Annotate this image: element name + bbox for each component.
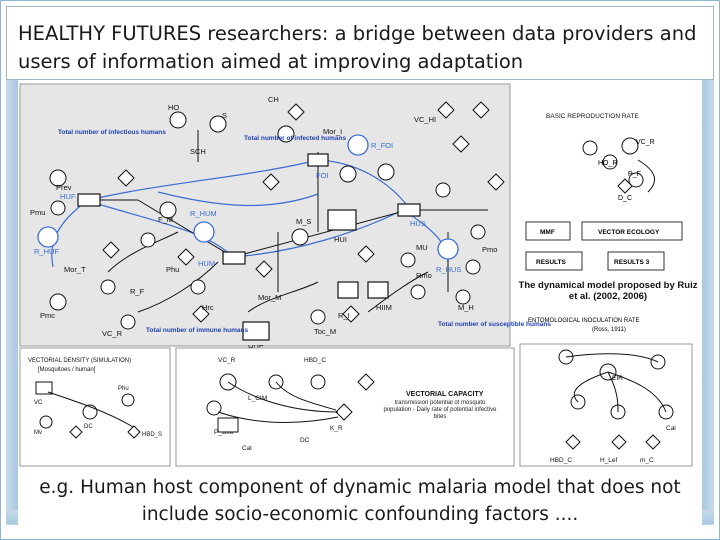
results3-label: RESULTS 3 bbox=[614, 259, 650, 266]
vd-panel-content: VECTORIAL DENSITY (SIMULATION) [Mosquito… bbox=[28, 358, 162, 439]
vc-node-4: Cal bbox=[242, 445, 252, 452]
node-labels: HO S SCH CH Mor_I R_FOI FOI Prev HUF R_H… bbox=[30, 95, 497, 352]
caption-box bbox=[18, 468, 702, 526]
node-mu: MU bbox=[416, 243, 428, 252]
vc-node-2: L_CIM bbox=[248, 395, 267, 402]
node-rf: R_F bbox=[130, 287, 145, 296]
blue-converter-circles bbox=[37, 134, 459, 260]
brr-node-0: VC_R bbox=[636, 139, 655, 146]
right-decor-band bbox=[702, 80, 714, 525]
node-rfoi: R_FOI bbox=[371, 141, 393, 150]
side-buttons: MMF VECTOR ECOLOGY RESULTS RESULTS 3 bbox=[525, 221, 683, 271]
node-hui: HUI bbox=[334, 235, 347, 244]
node-mor-i: Mor_I bbox=[323, 127, 342, 136]
vc-desc: transmission potential of mosquito popul… bbox=[383, 400, 497, 420]
node-hrc: Hrc bbox=[202, 303, 214, 312]
eir-node-0: EIR bbox=[612, 375, 623, 382]
diamond-nodes bbox=[102, 101, 505, 323]
node-vcr: VC_R bbox=[102, 329, 123, 338]
vd-node-2: HBD_S bbox=[142, 432, 162, 438]
label-total-susceptible: Total number of susceptible humans bbox=[438, 321, 551, 328]
main-model-panel bbox=[19, 83, 511, 347]
vd-node-0: VC bbox=[34, 400, 43, 406]
label-total-infectious: Total number of infectious humans bbox=[58, 129, 166, 136]
eir-node-4: Cal bbox=[666, 425, 676, 432]
mmf-button[interactable] bbox=[525, 221, 571, 241]
vector-ecology-button[interactable] bbox=[581, 221, 683, 241]
node-rhuf: R_HUF bbox=[34, 247, 59, 256]
vd-sub: [Mosquitoes / human] bbox=[38, 367, 96, 373]
brr-node-3: D_C bbox=[618, 195, 632, 202]
node-mh: M_H bbox=[458, 303, 474, 312]
converter-circles bbox=[49, 111, 486, 330]
node-rmo: Rmo bbox=[416, 271, 432, 280]
brr-node-2: P_F bbox=[628, 171, 641, 178]
vc-panel-content: VC_R HBD_C L_CIM P_BIM Cal DC K_R VECTOR… bbox=[206, 357, 497, 452]
node-foi: FOI bbox=[316, 171, 329, 180]
label-total-infected: Total number of infected humans bbox=[244, 135, 346, 142]
slide-caption: e.g. Human host component of dynamic mal… bbox=[39, 477, 681, 525]
vc-node-5: DC bbox=[300, 437, 310, 444]
node-phu: Phu bbox=[166, 265, 179, 274]
model-caption-fo: The dynamical model proposed by Ruiz et … bbox=[518, 280, 698, 302]
node-s: S bbox=[222, 111, 227, 120]
node-huf: HUF bbox=[60, 192, 76, 201]
model-figure: HO S SCH CH Mor_I R_FOI FOI Prev HUF R_H… bbox=[18, 82, 702, 470]
node-fm: F_M bbox=[158, 215, 173, 224]
eir-sub: (Ross, 1911) bbox=[592, 327, 626, 333]
vc-node-0: VC_R bbox=[218, 357, 236, 364]
node-hus: HUS bbox=[410, 219, 426, 228]
results3-button[interactable] bbox=[607, 251, 665, 271]
eir-node-3: m_C bbox=[640, 457, 654, 464]
node-ho: HO bbox=[168, 103, 179, 112]
eir-panel-content: EIR HBD_C H_Lef m_C Cal bbox=[550, 349, 676, 464]
node-pmc: Pmc bbox=[40, 311, 55, 320]
side-panel bbox=[512, 84, 700, 346]
node-rhum: R_HUM bbox=[190, 209, 217, 218]
figure-svg: HO S SCH CH Mor_I R_FOI FOI Prev HUF R_H… bbox=[19, 83, 700, 467]
vd-node-1: DC bbox=[84, 424, 93, 430]
node-ch: CH bbox=[268, 95, 279, 104]
slide-title: HEALTHY FUTURES researchers: a bridge be… bbox=[18, 22, 697, 73]
vector-ecology-label: VECTOR ECOLOGY bbox=[598, 229, 660, 236]
vc-title: VECTORIAL CAPACITY bbox=[406, 391, 484, 398]
eir-node-1: HBD_C bbox=[550, 457, 572, 464]
total-annotations: Total number of infectious humans Total … bbox=[58, 129, 551, 334]
node-mort: Mor_T bbox=[64, 265, 86, 274]
title-box bbox=[6, 6, 714, 80]
brr-title: BASIC REPRODUCTION RATE bbox=[546, 113, 639, 120]
eir-title: ENTOMOLOGICAL INOCULATION RATE bbox=[528, 318, 639, 324]
node-hiim: HIIM bbox=[376, 303, 392, 312]
node-pmo: Pmo bbox=[482, 245, 497, 254]
node-ri: R_I bbox=[338, 311, 350, 320]
eir-node-2: H_Lef bbox=[600, 457, 618, 464]
node-vc-hi: VC_HI bbox=[414, 115, 436, 124]
node-mor-m: Mor_M bbox=[258, 293, 281, 302]
stock-boxes bbox=[77, 153, 421, 341]
node-tot-m: Toc_M bbox=[314, 327, 336, 336]
node-ms: M_S bbox=[296, 217, 311, 226]
model-caption: The dynamical model proposed by Ruiz et … bbox=[518, 280, 698, 302]
vc-node-6: K_R bbox=[330, 425, 343, 432]
vd-title: VECTORIAL DENSITY (SIMULATION) bbox=[28, 358, 131, 364]
results-button[interactable] bbox=[525, 251, 583, 271]
vd-node-4: Mv bbox=[34, 430, 42, 436]
vc-node-1: HBD_C bbox=[304, 357, 326, 364]
node-prev: Prev bbox=[56, 183, 72, 192]
node-hum: HUM bbox=[198, 259, 215, 268]
brr-node-1: HO_R bbox=[598, 160, 617, 167]
label-total-immune: Total number of immune humans bbox=[146, 327, 248, 334]
node-sch: SCH bbox=[190, 147, 206, 156]
node-rhus: R_HUS bbox=[436, 265, 461, 274]
brr-panel: BASIC REPRODUCTION RATE VC_R HO_R P_F D_… bbox=[546, 113, 656, 202]
node-pmu: Pmu bbox=[30, 208, 45, 217]
vc-desc-fo: transmission potential of mosquito popul… bbox=[383, 400, 497, 420]
results-label: RESULTS bbox=[536, 259, 567, 266]
vd-node-3: Phu bbox=[118, 386, 129, 392]
left-decor-band bbox=[6, 80, 18, 525]
mmf-button-label: MMF bbox=[540, 229, 555, 236]
